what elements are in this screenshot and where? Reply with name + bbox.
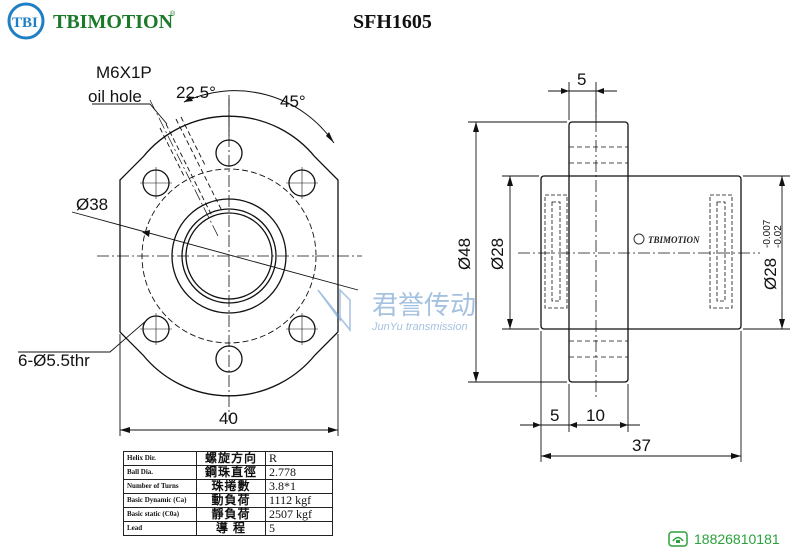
contact-phone: 18826810181 — [668, 531, 780, 547]
oil-hole-edge — [165, 123, 213, 217]
outer-dia-label: Ø48 — [455, 238, 474, 270]
oil-hole-label: oil hole — [88, 87, 142, 106]
spec-label-en: Basic Dynamic (Ca) — [123, 493, 197, 508]
spec-value: 2507 kgf — [265, 507, 333, 522]
brand-reg: ® — [170, 10, 176, 18]
spec-label-cn: 珠捲數 — [196, 479, 266, 494]
overall-length-label: 37 — [632, 436, 651, 455]
pcd-label: Ø38 — [76, 195, 108, 214]
spec-value: 1112 kgf — [265, 493, 333, 508]
spec-label-en: Helix Dir. — [123, 451, 197, 466]
angle-45-label: 45° — [280, 92, 306, 111]
spec-label-cn: 靜負荷 — [196, 507, 266, 522]
spec-value: 3.8*1 — [265, 479, 333, 494]
spec-label-cn: 鋼珠直徑 — [196, 465, 266, 480]
brand-logo: TBI TBIMOTION ® — [7, 2, 176, 40]
body-dia-tol-label: Ø28 — [761, 258, 780, 290]
watermark-cn: 君誉传动 — [372, 290, 476, 320]
watermark-en: JunYu transmission — [371, 321, 468, 333]
brand-badge: TBI — [12, 15, 38, 31]
phone-icon — [668, 531, 688, 547]
watermark: 君誉传动 JunYu transmission — [317, 288, 476, 333]
spec-label-cn: 螺旋方向 — [196, 451, 266, 466]
dim-mid-label: 10 — [586, 406, 605, 425]
spec-label-en: Basic static (C0a) — [123, 507, 197, 522]
flange-thickness-label: 5 — [577, 70, 586, 89]
oil-hole-thread-label: M6X1P — [96, 63, 152, 82]
tolerance-upper: -0.007 — [762, 219, 773, 248]
flange-outline — [119, 115, 339, 397]
model-title: SFH1605 — [353, 11, 432, 33]
dim-left-label: 5 — [550, 406, 559, 425]
phone-number: 18826810181 — [694, 531, 780, 547]
spec-label-cn: 導 程 — [196, 521, 266, 536]
spec-label-en: Number of Turns — [123, 479, 197, 494]
angle-22-label: 22.5° — [176, 83, 216, 102]
oil-hole-edge — [175, 118, 223, 212]
side-view — [468, 82, 790, 462]
tolerance-lower: -0.02 — [773, 225, 784, 248]
spec-label-en: Ball Dia. — [123, 465, 197, 480]
holes-label: 6-Ø5.5thr — [18, 351, 90, 370]
nut-logo-text: TBIMOTION — [648, 235, 700, 245]
brand-name: TBIMOTION — [53, 11, 174, 33]
spec-label-en: Lead — [123, 521, 197, 536]
nut-logo: TBIMOTION — [633, 233, 700, 245]
angle-arc — [183, 90, 335, 144]
spec-value: 2.778 — [265, 465, 333, 480]
spec-label-cn: 動負荷 — [196, 493, 266, 508]
flange-rect — [568, 121, 629, 383]
spec-value: 5 — [265, 521, 333, 536]
pcd-leader — [71, 211, 359, 291]
front-view — [18, 90, 362, 436]
body-dia-label: Ø28 — [488, 238, 507, 270]
spec-value: R — [265, 451, 333, 466]
body-rect — [540, 175, 742, 330]
width-label: 40 — [219, 409, 238, 428]
